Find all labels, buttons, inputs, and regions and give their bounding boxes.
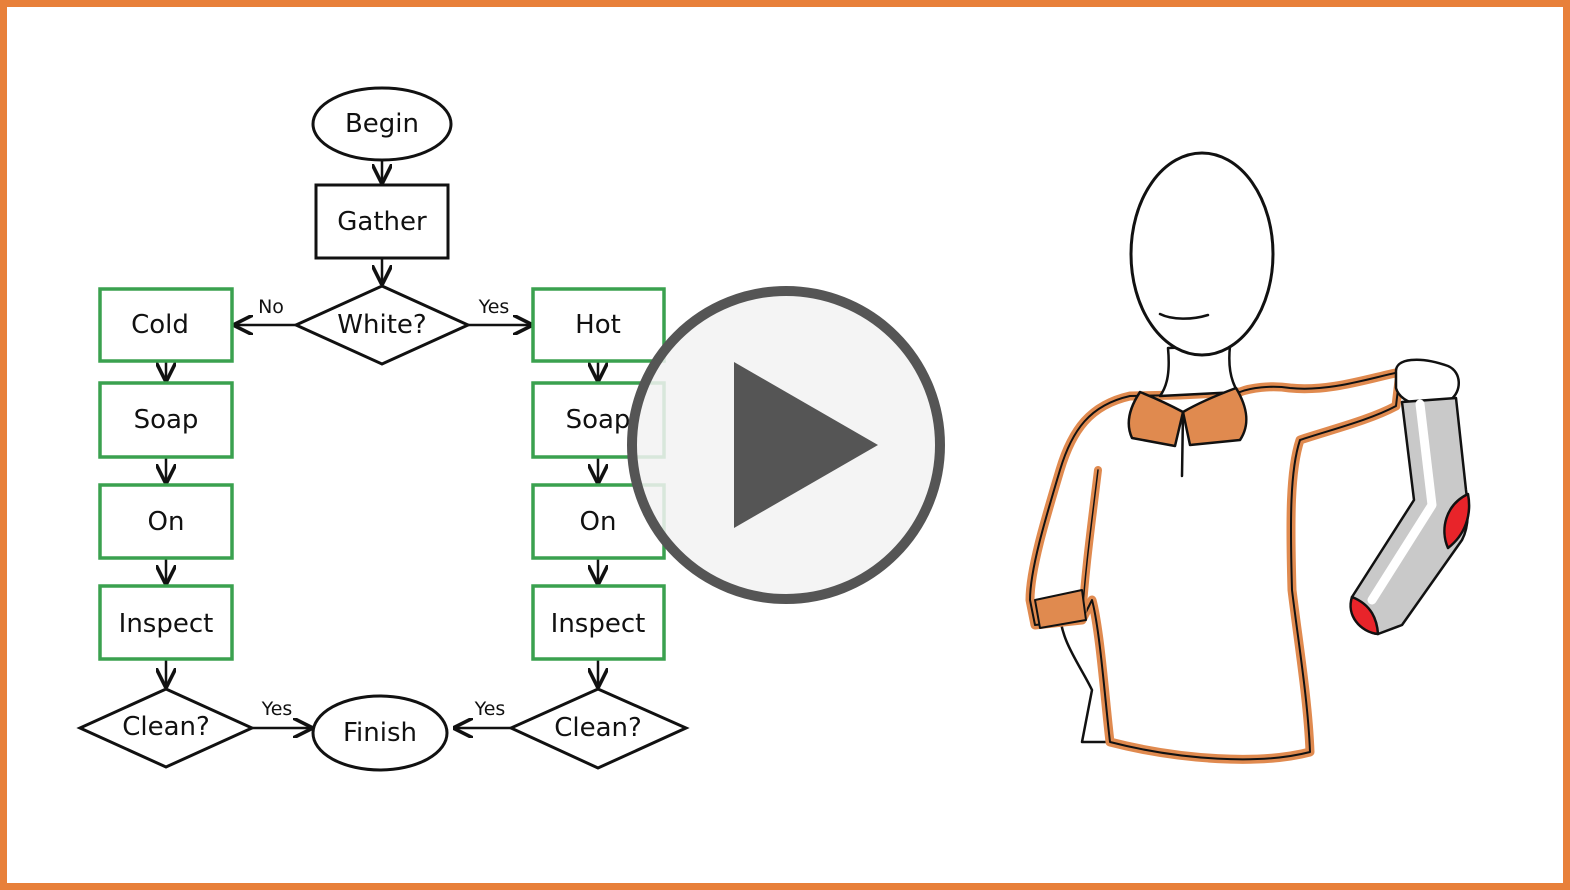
shirt-cuff [1034,589,1087,629]
node-on-right-label: On [580,507,617,537]
node-begin-label: Begin [345,109,419,139]
node-soap-right-label: Soap [566,405,631,435]
node-on-left-label: On [148,507,185,537]
node-clean-left-decision: Clean? [76,687,256,769]
node-clean-right-decision: Clean? [507,687,690,770]
node-soap-left: Soap [98,381,234,459]
node-soap-left-label: Soap [134,405,199,435]
node-clean-right-label: Clean? [554,713,642,743]
node-begin: Begin [311,86,453,162]
flowchart-connectors [166,160,598,728]
node-on-left: On [98,483,234,560]
edge-label-no: No [258,296,284,318]
shirt-collar-left [1127,390,1185,448]
mannequin-illustration [1025,151,1471,764]
shirt-collar-right [1181,386,1248,447]
edge-label-yes-left: Yes [261,698,293,720]
node-finish-label: Finish [343,718,417,748]
sock-toe [1349,595,1380,636]
node-clean-left-label: Clean? [122,712,210,742]
mannequin-smile [1158,312,1210,320]
node-cold: Cold [98,287,234,363]
edge-label-yes-hot: Yes [478,296,510,318]
shirt-outline [1029,371,1401,761]
node-hot: Hot [531,287,666,363]
node-inspect-left: Inspect [98,584,234,661]
flowchart: Begin Gather White? No Yes Cold Soap On [76,86,690,772]
mannequin-head [1129,151,1275,357]
node-gather-label: Gather [337,207,427,237]
node-white-decision: White? [292,284,472,366]
play-icon [734,362,878,528]
node-inspect-left-label: Inspect [119,609,214,639]
sock-inner-highlight [1367,399,1437,605]
node-white-decision-label: White? [337,310,426,340]
node-inspect-right: Inspect [531,584,666,661]
edge-label-yes-right: Yes [474,698,506,720]
sock-heel [1443,492,1471,550]
play-button[interactable] [627,286,945,604]
node-inspect-right-label: Inspect [551,609,646,639]
mannequin-right-hand [1394,358,1460,406]
node-cold-label: Cold [131,310,189,340]
node-finish: Finish [311,694,449,772]
node-hot-label: Hot [575,310,621,340]
node-gather: Gather [314,183,450,260]
